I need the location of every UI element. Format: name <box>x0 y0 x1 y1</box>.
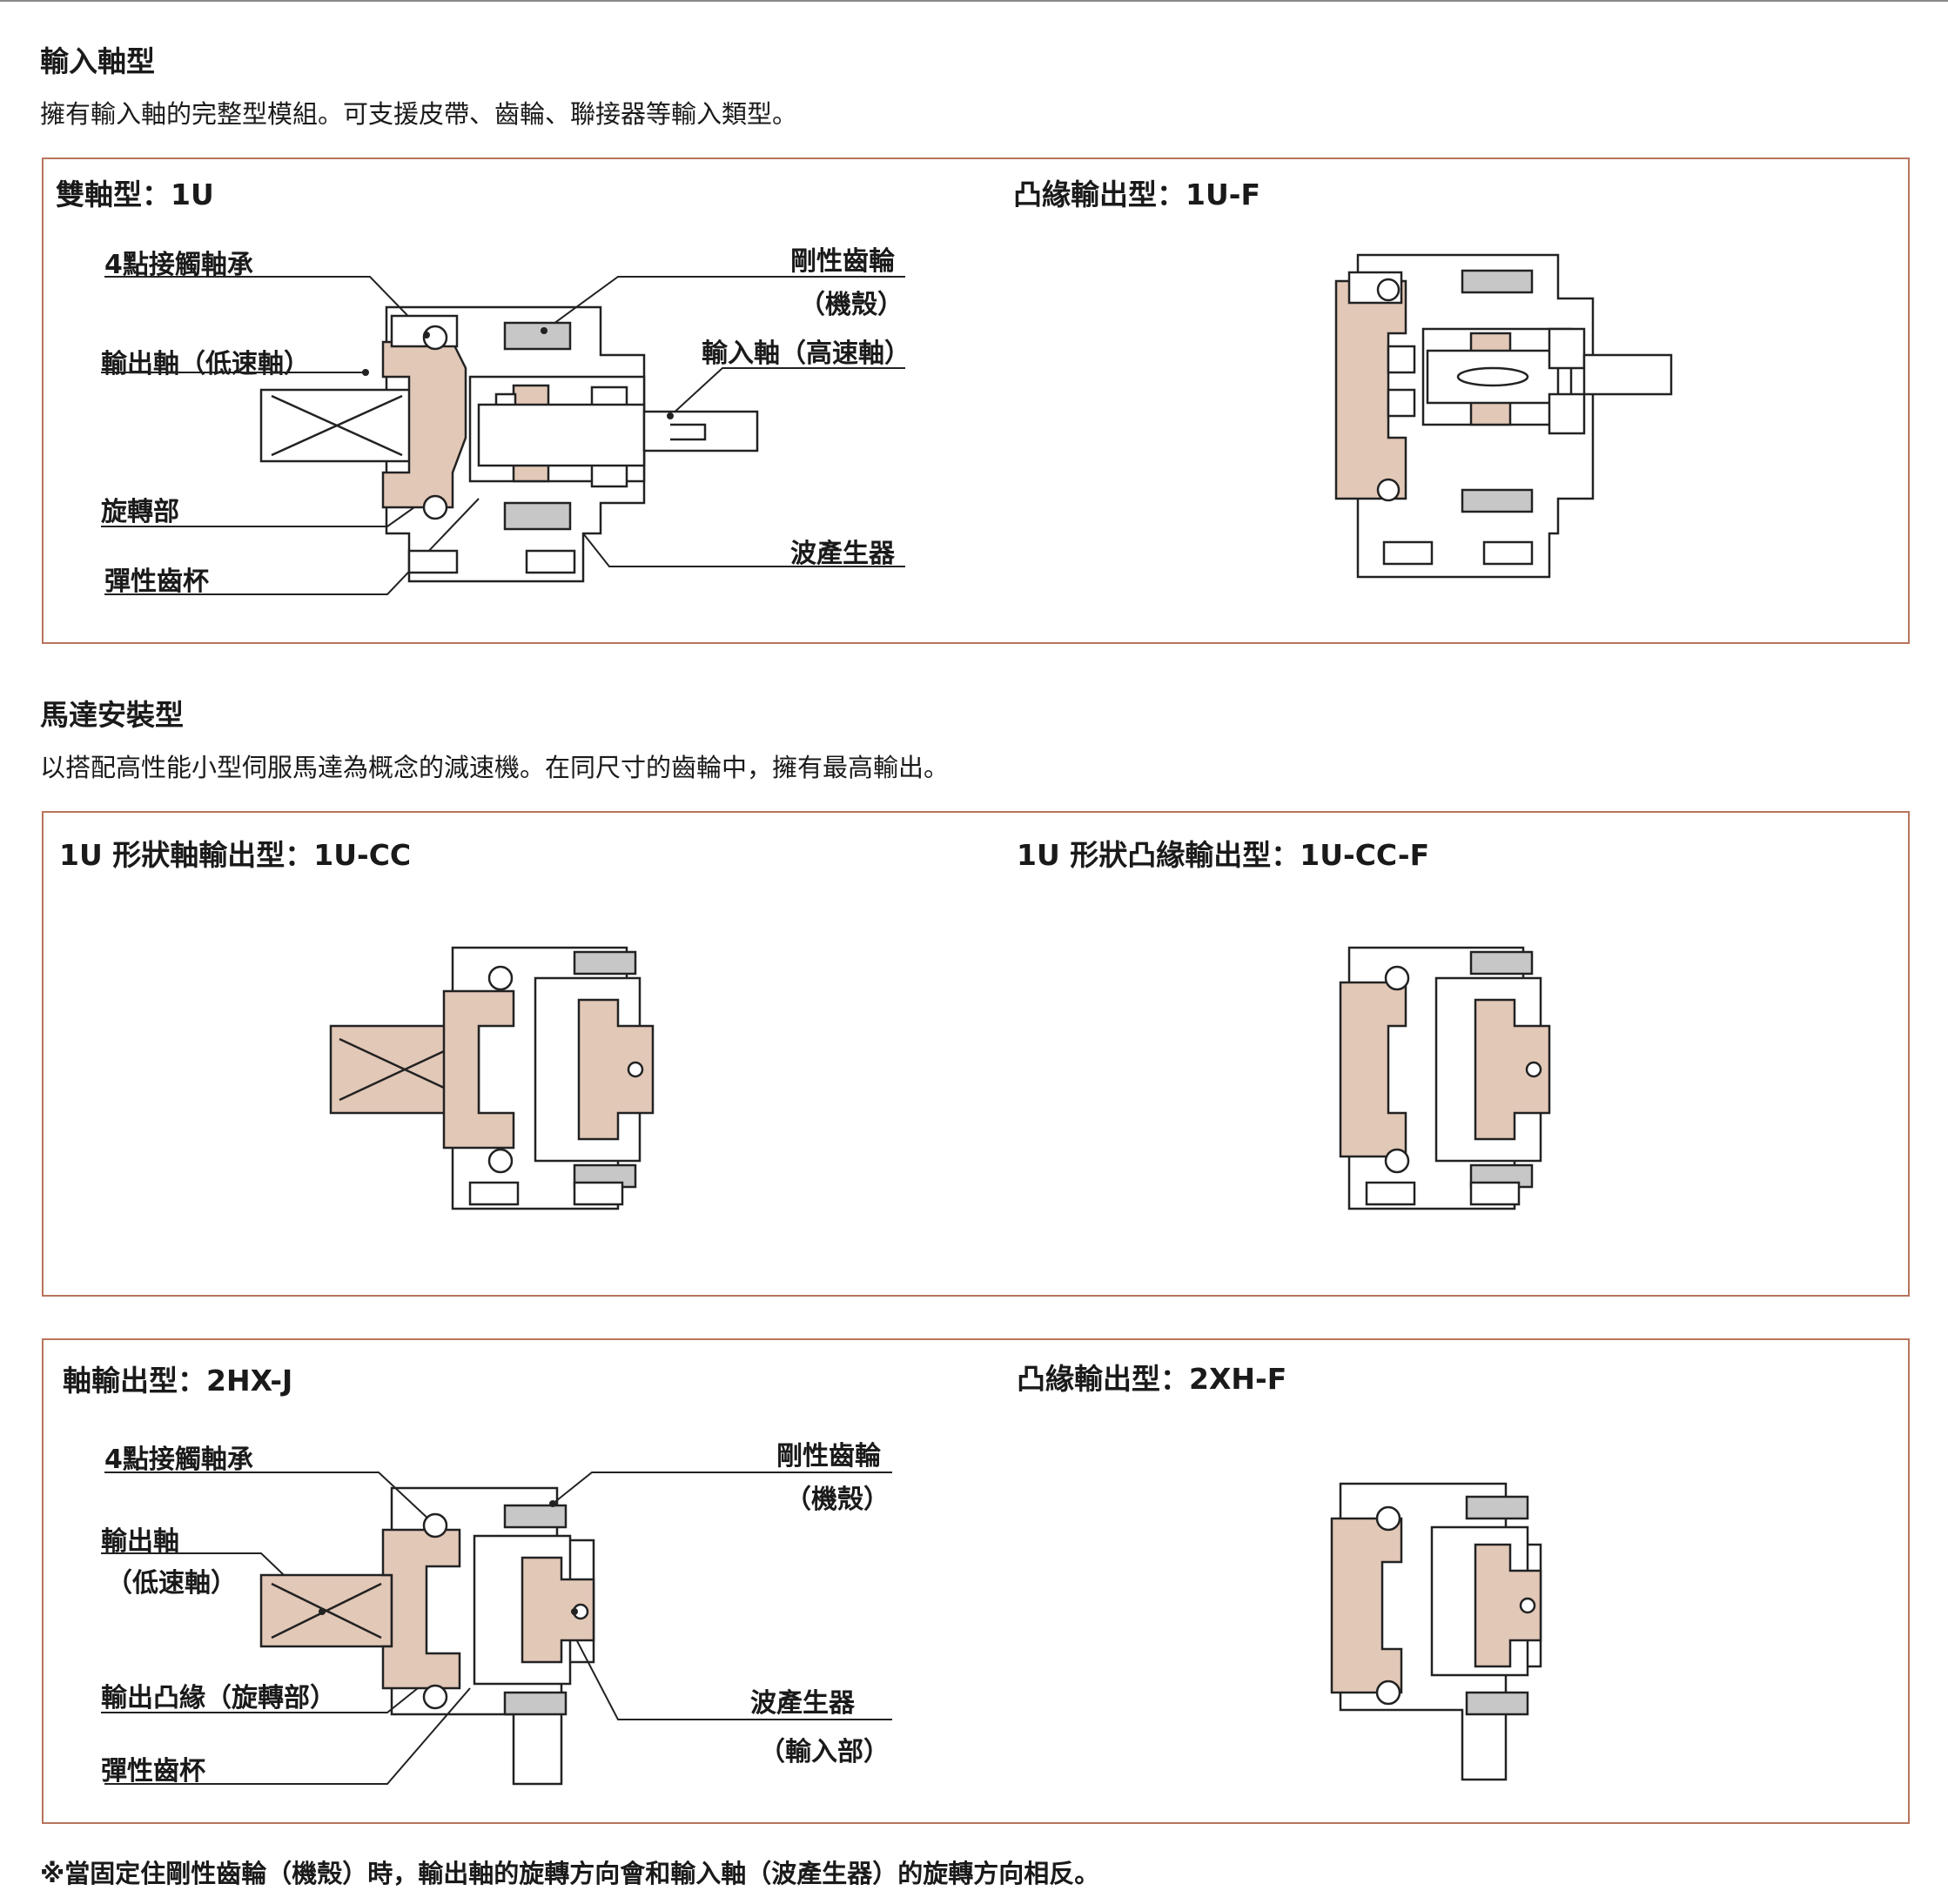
label-bearing: 4點接觸軸承 <box>104 250 253 280</box>
label-flexspline: 彈性齒杯 <box>104 567 209 597</box>
diagram-2hx-j <box>101 1472 892 1786</box>
label-input-shaft: 輸入軸（高速軸） <box>702 339 910 369</box>
label-output-flange: 輸出凸緣（旋轉部） <box>101 1683 336 1713</box>
diagram-1u-cc <box>329 946 655 1210</box>
label-wave-generator-2: 波產生器 <box>750 1688 855 1719</box>
section-title-motor-mount: 馬達安裝型 <box>40 698 184 732</box>
panel-title-2xh-f: 凸緣輸出型：2XH-F <box>1017 1362 1287 1396</box>
diagram-1u <box>101 276 905 595</box>
diagram-1u-cc-f <box>1339 946 1551 1210</box>
panel-title-2hx-j: 軸輸出型：2HX-J <box>63 1364 293 1398</box>
label-bearing-2: 4點接觸軸承 <box>104 1445 253 1475</box>
label-housing: （機殼） <box>799 290 903 320</box>
panel-title-1u: 雙軸型：1U <box>56 178 214 211</box>
panel-title-1u-f: 凸緣輸出型：1U-F <box>1013 178 1260 211</box>
panel-2hx: 軸輸出型：2HX-J 凸緣輸出型：2XH-F 4點接觸軸承 輸出軸 （低速軸） … <box>42 1338 1910 1824</box>
label-input-part: （輸入部） <box>759 1737 890 1767</box>
diagram-1u-f <box>1334 253 1673 579</box>
panel-title-1u-cc: 1U 形狀軸輸出型：1U-CC <box>59 838 412 872</box>
label-wave-generator: 波產生器 <box>790 539 895 569</box>
label-circular-spline-2: 剛性齒輪 <box>776 1441 881 1472</box>
label-output-shaft: 輸出軸（低速軸） <box>101 349 310 379</box>
section-title-input-shaft: 輸入軸型 <box>40 44 155 78</box>
diagram-2xh-f <box>1330 1482 1542 1781</box>
section-desc-motor-mount: 以搭配高性能小型伺服馬達為概念的減速機。在同尺寸的齒輪中，擁有最高輸出。 <box>40 753 950 782</box>
label-housing-2: （機殼） <box>785 1485 890 1515</box>
top-rule <box>0 0 1948 2</box>
section-desc-input-shaft: 擁有輸入軸的完整型模組。可支援皮帶、齒輪、聯接器等輸入類型。 <box>40 99 798 129</box>
label-flexspline-2: 彈性齒杯 <box>101 1756 205 1787</box>
footnote: ※當固定住剛性齒輪（機殼）時，輸出軸的旋轉方向會和輸入軸（波產生器）的旋轉方向相… <box>40 1859 1100 1888</box>
cross-section-1u <box>259 305 759 583</box>
label-rotating-part: 旋轉部 <box>101 497 179 527</box>
panel-motor-mount: 1U 形狀軸輸出型：1U-CC 1U 形狀凸緣輸出型：1U-CC-F <box>42 811 1910 1297</box>
label-low-speed: （低速軸） <box>106 1568 237 1599</box>
label-circular-spline: 剛性齒輪 <box>790 246 895 277</box>
label-output-shaft-2: 輸出軸 <box>101 1526 179 1557</box>
panel-title-1u-cc-f: 1U 形狀凸緣輸出型：1U-CC-F <box>1017 838 1430 872</box>
panel-input-shaft: 雙軸型：1U 凸緣輸出型：1U-F 4點接觸軸承 輸出軸（低速軸） 旋轉部 彈性… <box>42 158 1910 644</box>
